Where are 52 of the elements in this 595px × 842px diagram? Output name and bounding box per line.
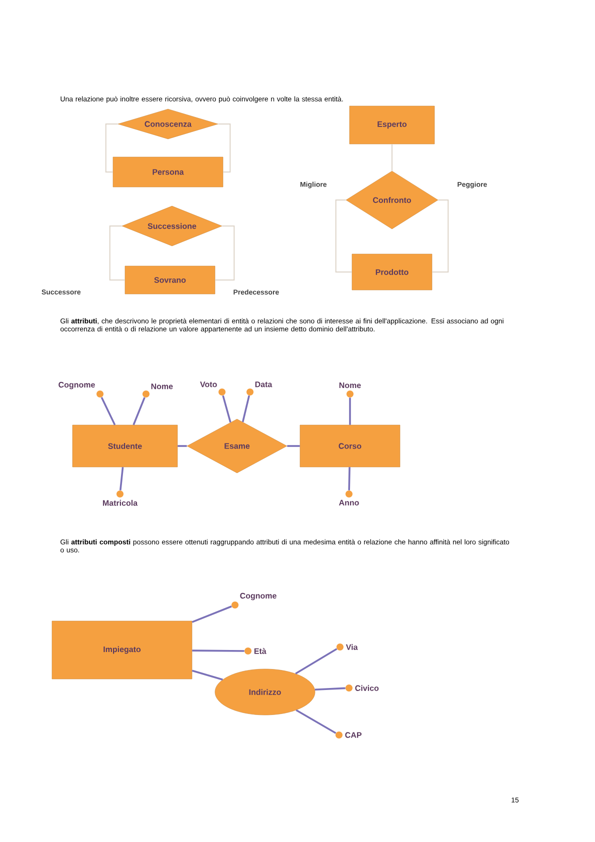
attribute-lollipop: Età [244, 648, 266, 654]
node-label: Civico [355, 685, 379, 691]
node-label: Data [255, 382, 272, 388]
node-label: Cognome [240, 592, 276, 600]
connector-line [314, 687, 346, 691]
connector-line [287, 445, 300, 447]
attribute-lollipop: Civico [346, 684, 379, 692]
node-label: Anno [338, 500, 359, 506]
connector-line [349, 398, 351, 425]
entity-box: Sovrano [124, 266, 216, 294]
connector-line [192, 606, 232, 623]
connector-line [296, 709, 336, 734]
connector-line [178, 445, 187, 447]
connector-line [192, 650, 244, 652]
entity-box: Esperto [349, 106, 435, 144]
entity-box: Persona [112, 156, 224, 188]
connector-line [100, 396, 116, 426]
connector-line [432, 200, 449, 272]
attribute-lollipop: Matricola [102, 490, 138, 506]
entity-box: Prodotto [352, 254, 432, 290]
connector-line [242, 395, 250, 422]
attribute-lollipop: Voto [200, 382, 226, 396]
attribute-lollipop: Anno [339, 490, 359, 506]
connector-line [222, 395, 232, 423]
attribute-lollipop: Via [336, 644, 358, 650]
connector-line [218, 124, 231, 172]
attribute-lollipop: Nome [339, 382, 361, 398]
connector-line [348, 467, 350, 490]
entity-box: Corso [300, 424, 400, 468]
attribute-lollipop: Nome [142, 384, 173, 398]
connector-line [132, 397, 146, 426]
node-label: Cognome [58, 382, 95, 390]
connector-line [192, 670, 223, 680]
entity-box: Impiegato [52, 620, 192, 680]
connector-line [105, 124, 118, 172]
node-label: Voto [200, 382, 217, 388]
connector-line [109, 226, 126, 280]
node-label: Matricola [102, 500, 138, 506]
node-label: Età [254, 648, 266, 654]
attribute-lollipop: Data [246, 382, 272, 396]
node-label: Via [346, 644, 358, 650]
attribute-lollipop: CAP [336, 732, 362, 738]
node-label: Nome [151, 384, 173, 390]
connector-line [335, 200, 352, 272]
connector-line [214, 226, 235, 280]
connector-line [119, 467, 124, 490]
attribute-lollipop: Cognome [232, 592, 276, 608]
node-label: CAP [345, 732, 362, 738]
connector-line [295, 648, 338, 674]
entity-box: Studente [72, 424, 178, 468]
attribute-lollipop: Cognome [58, 382, 104, 398]
node-label: Nome [339, 382, 361, 388]
